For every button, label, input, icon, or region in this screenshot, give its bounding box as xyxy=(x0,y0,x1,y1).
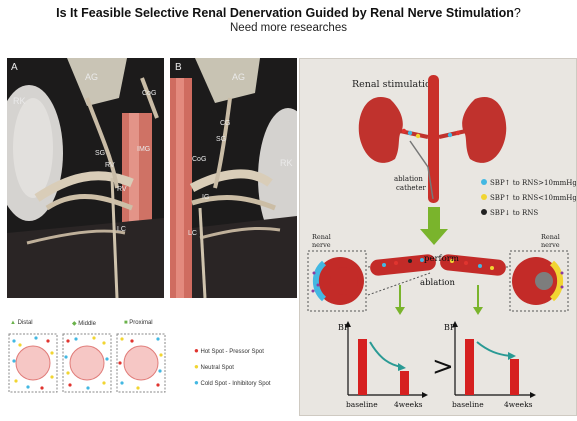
photo-a-label-ag: AG xyxy=(85,72,99,82)
cold-spot-label: Cold Spot - Inhibitory Spot xyxy=(200,381,271,387)
photo-b-letter: B xyxy=(175,62,182,73)
slide-title-qmark: ? xyxy=(513,6,521,20)
photo-a-label-cog: CoG xyxy=(142,90,157,97)
spot-legend-cold: ● Cold Spot - Inhibitory Spot xyxy=(194,378,271,387)
renal-nerve-right-label-1: Renal xyxy=(541,233,560,241)
segment-legend-distal: ▲ Distal xyxy=(10,320,33,326)
bp-right-4weeks-label: 4weeks xyxy=(504,400,533,409)
cross-section-middle xyxy=(62,333,112,393)
photo-b-label-cg: CG xyxy=(220,120,231,127)
hot-spot-label: Hot Spot - Pressor Spot xyxy=(200,349,264,355)
bp-right-baseline-bar xyxy=(465,339,474,395)
neutral-spot-label: Neutral Spot xyxy=(200,365,234,371)
bp-left-baseline-bar xyxy=(358,339,367,395)
rns-schematic-panel: Renal stimulation ablation catheter SBP↑… xyxy=(299,58,577,416)
perform-label: perform xyxy=(424,254,459,264)
left-nerve-box xyxy=(307,250,367,312)
neutral-spot-dot-icon: ● xyxy=(194,362,199,371)
renal-nerve-left-label-1: Renal xyxy=(312,233,331,241)
segment-legend-proximal: ■ Proximal xyxy=(124,320,153,326)
perform-arrow-shaft xyxy=(428,207,440,229)
left-ablated-artery xyxy=(370,254,436,276)
right-renal-artery xyxy=(438,129,467,139)
bp-left-baseline-label: baseline xyxy=(346,400,378,409)
right-ablated-artery xyxy=(440,254,506,276)
segment-legend-middle: ◆ Middle xyxy=(72,320,96,327)
segment-cross-sections xyxy=(8,333,166,393)
cross-section-distal xyxy=(8,333,58,393)
photo-a-label-img: IMG xyxy=(137,146,151,153)
photo-b-label-rk: RK xyxy=(280,158,293,168)
segment-distal-label: Distal xyxy=(17,320,33,326)
catheter-line xyxy=(409,140,434,200)
ablation-catheter-label-2: catheter xyxy=(396,184,427,192)
photo-b-label-ig: IG xyxy=(202,194,210,201)
ablation-catheter-label-1: ablation xyxy=(394,175,423,183)
right-outcome-arrow-icon xyxy=(473,307,483,315)
anatomy-photo-a: A RK AG CoG SG IMG RV LC RV xyxy=(7,58,164,298)
slide-title-text: Is It Feasible Selective Renal Denervati… xyxy=(56,6,514,20)
right-kidney-shape xyxy=(462,97,507,163)
sbp-legend-high: SBP↑ to RNS>10mmHg xyxy=(490,179,576,187)
bp-chart-left: BP baseline 4weeks xyxy=(338,321,428,409)
renal-nerve-right-label-2: nerve xyxy=(541,241,560,249)
aorta-shape xyxy=(428,75,439,203)
sbp-legend-low: SBP↑ to RNS<10mmHg xyxy=(490,194,576,202)
middle-marker-icon: ◆ xyxy=(72,321,77,327)
slide-title: Is It Feasible Selective Renal Denervati… xyxy=(0,6,577,20)
spot-legend-hot: ● Hot Spot - Pressor Spot xyxy=(194,346,264,355)
bp-left-4weeks-bar xyxy=(400,371,409,395)
anatomy-photo-b: B AG CG SG CoG RK IG LC xyxy=(170,58,297,298)
renal-nerve-left-label-2: nerve xyxy=(312,241,331,249)
photo-a-label-rv-1: RV xyxy=(105,162,115,169)
photo-a-label-rv-2: RV xyxy=(117,186,127,193)
sbp-low-dot-icon xyxy=(481,194,487,200)
photo-a-label-lc: LC xyxy=(117,226,126,233)
cross-section-proximal xyxy=(116,333,166,393)
hot-spot-dot-icon: ● xyxy=(194,346,199,355)
bp-left-4weeks-label: 4weeks xyxy=(394,400,423,409)
perform-arrow-head-icon xyxy=(420,229,448,245)
left-outcome-arrow-icon xyxy=(395,307,405,315)
proximal-marker-icon: ■ xyxy=(124,320,128,326)
bp-right-baseline-label: baseline xyxy=(452,400,484,409)
sbp-high-dot-icon xyxy=(481,179,487,185)
slide-subtitle: Need more researches xyxy=(230,22,347,34)
sbp-down-dot-icon xyxy=(481,209,487,215)
renal-stimulation-title: Renal stimulation xyxy=(352,79,437,90)
photo-a-letter: A xyxy=(11,62,18,73)
photo-b-label-sg: SG xyxy=(216,136,227,143)
photo-a-label-sg: SG xyxy=(95,150,106,157)
photo-b-label-ag: AG xyxy=(232,72,246,82)
anatomy-photo-b-drawing xyxy=(170,58,297,298)
right-nerve-box xyxy=(509,250,569,312)
photo-b-label-cog: CoG xyxy=(192,156,207,163)
ablation-label: ablation xyxy=(420,278,456,288)
anatomy-photo-a-drawing xyxy=(7,58,164,298)
distal-marker-icon: ▲ xyxy=(10,320,16,326)
compare-symbol: > xyxy=(432,352,454,382)
photo-b-label-lc: LC xyxy=(188,230,197,237)
sbp-legend-down: SBP↓ to RNS xyxy=(490,209,538,217)
left-kidney-shape xyxy=(358,97,403,163)
segment-proximal-label: Proximal xyxy=(129,320,153,326)
bp-right-axis-label: BP xyxy=(444,323,456,332)
bp-chart-right: BP baseline 4weeks xyxy=(444,321,536,409)
spot-legend-neutral: ● Neutral Spot xyxy=(194,362,234,371)
bp-left-axis-label: BP xyxy=(338,323,350,332)
rns-schematic-drawing: Renal stimulation ablation catheter SBP↑… xyxy=(307,75,577,409)
bp-right-4weeks-bar xyxy=(510,359,519,395)
photo-a-label-rk: RK xyxy=(13,96,26,106)
cold-spot-dot-icon: ● xyxy=(194,378,199,387)
segment-middle-label: Middle xyxy=(78,321,96,327)
